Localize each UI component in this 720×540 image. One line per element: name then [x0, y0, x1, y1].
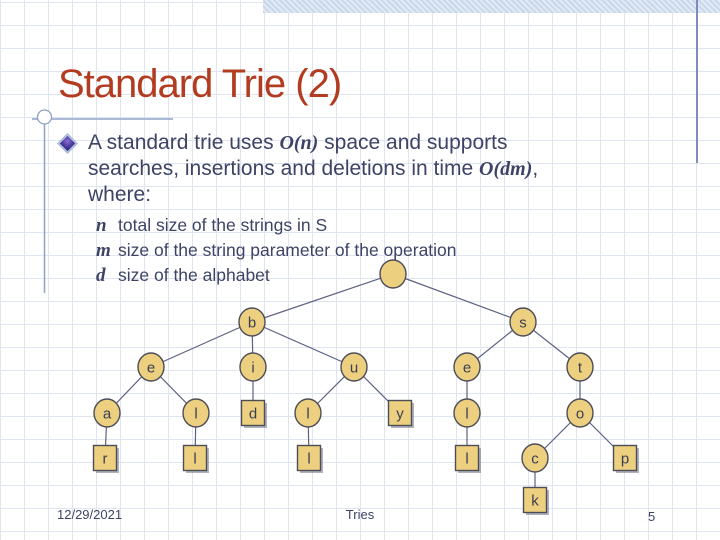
- node-circle: [340, 352, 368, 382]
- node-label: o: [576, 406, 584, 423]
- definition-n: n total size of the strings in S: [96, 213, 576, 238]
- trie-node-d: d: [240, 399, 267, 428]
- node-label: l: [465, 451, 468, 468]
- footer-date: 12/29/2021: [57, 507, 123, 522]
- node-circle: [137, 352, 165, 382]
- node-label: y: [396, 406, 404, 423]
- node-box: [387, 399, 413, 427]
- node-label: a: [103, 406, 112, 423]
- trie-node-l1: l: [182, 398, 210, 428]
- definition-list: n total size of the strings in S m size …: [96, 213, 576, 288]
- trie-node-l4: l: [182, 444, 209, 473]
- definition-d-text: size of the alphabet: [118, 265, 270, 285]
- node-label: k: [531, 493, 539, 510]
- trie-node-t: t: [566, 352, 594, 382]
- node-label: u: [350, 360, 358, 377]
- node-label: p: [621, 451, 629, 468]
- node-circle: [294, 398, 322, 428]
- node-label: c: [531, 451, 539, 468]
- trie-node-l2: l: [294, 398, 322, 428]
- node-label: l: [307, 451, 310, 468]
- node-circle: [182, 398, 210, 428]
- symbol-d: d: [96, 265, 106, 286]
- node-circle: [453, 398, 481, 428]
- node-label: l: [465, 406, 468, 423]
- page-title: Standard Trie (2): [58, 62, 342, 106]
- node-circle: [509, 307, 537, 337]
- page-number: 5: [648, 509, 656, 524]
- trie-node-r: r: [92, 444, 119, 473]
- trie-node-l5: l: [296, 444, 323, 473]
- trie-node-l6: l: [454, 444, 481, 473]
- node-circle: [238, 307, 266, 337]
- trie-node-k: k: [522, 486, 549, 515]
- node-circle: [566, 398, 594, 428]
- trie-node-o: o: [566, 398, 594, 428]
- node-label: l: [306, 406, 309, 423]
- node-label: l: [193, 451, 196, 468]
- footer-title: Tries: [345, 507, 375, 522]
- node-box: [454, 444, 480, 472]
- footer: 12/29/2021 Tries 5: [0, 507, 720, 529]
- trie-node-b: b: [238, 307, 266, 337]
- definition-m: m size of the string parameter of the op…: [96, 238, 576, 263]
- node-label: i: [251, 360, 254, 377]
- trie-node-e2: e: [453, 352, 481, 382]
- trie-node-l3: l: [453, 398, 481, 428]
- node-box: [612, 444, 638, 472]
- node-circle: [566, 352, 594, 382]
- node-label: t: [578, 360, 583, 377]
- definition-n-text: total size of the strings in S: [118, 215, 328, 235]
- node-label: l: [194, 406, 197, 423]
- symbol-m: m: [96, 240, 111, 261]
- trie-edge-b-u: [251, 321, 355, 368]
- bullet-line-1: A standard trie uses O(n) space and supp…: [88, 131, 508, 154]
- trie-node-e1: e: [137, 352, 165, 382]
- trie-node-p: p: [612, 444, 639, 473]
- node-box: [240, 399, 266, 427]
- node-label: b: [248, 315, 256, 332]
- node-label: s: [519, 315, 527, 332]
- node-circle: [379, 259, 407, 289]
- big-o-n: O(n): [279, 132, 319, 154]
- node-label: e: [147, 360, 155, 377]
- definition-d: d size of the alphabet: [96, 263, 576, 288]
- node-box: [182, 444, 208, 472]
- trie-node-u: u: [340, 352, 368, 382]
- definition-m-text: size of the string parameter of the oper…: [118, 240, 457, 260]
- bullet-paragraph: A standard trie uses O(n) space and supp…: [88, 130, 608, 208]
- node-box: [92, 444, 118, 472]
- trie-node-y: y: [387, 399, 414, 428]
- node-box: [522, 486, 548, 514]
- node-box: [296, 444, 322, 472]
- trie-node-s: s: [509, 307, 537, 337]
- trie-node-root: [379, 259, 407, 289]
- node-label: e: [463, 360, 471, 377]
- trie-edge-root-b: [251, 273, 394, 323]
- node-circle: [453, 352, 481, 382]
- big-o-dm: O(dm): [479, 158, 533, 180]
- trie-edge-b-e1: [150, 321, 253, 368]
- trie-node-c: c: [521, 443, 549, 473]
- node-label: d: [249, 406, 257, 423]
- node-circle: [239, 352, 267, 382]
- right-edge-line: [696, 0, 698, 163]
- node-label: r: [103, 451, 108, 468]
- node-circle: [521, 443, 549, 473]
- trie-edge-root-s: [392, 273, 524, 323]
- bullet-line-2: searches, insertions and deletions in ti…: [88, 157, 539, 180]
- trie-node-a: a: [93, 398, 121, 428]
- symbol-n: n: [96, 215, 107, 236]
- bullet-line-3: where:: [88, 183, 152, 206]
- trie-node-i: i: [239, 352, 267, 382]
- top-decor-band: [263, 0, 720, 13]
- node-circle: [93, 398, 121, 428]
